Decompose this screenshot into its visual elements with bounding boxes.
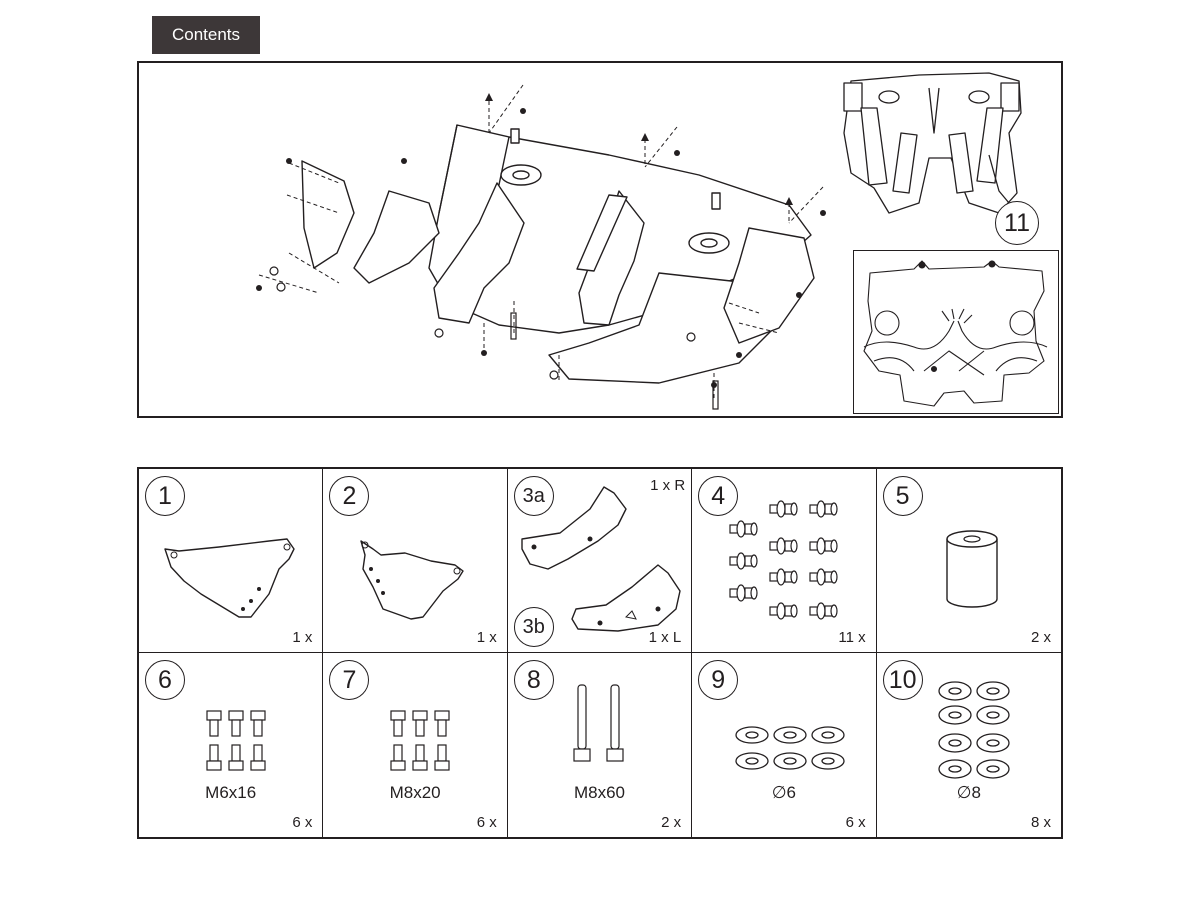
clip-icon <box>769 500 798 518</box>
part-2-cell: 2 1 x <box>323 469 508 653</box>
part-8-quantity: 2 x <box>661 814 682 831</box>
part-3b-shape <box>571 564 681 632</box>
part-4-quantity: 11 x <box>838 629 866 646</box>
left-side-bracket-outer <box>301 160 355 269</box>
part-9-spec: ∅6 <box>771 783 797 802</box>
part-10-quantity: 8 x <box>1030 814 1051 831</box>
part-5-spacer-drawing <box>945 530 998 608</box>
part-8-cell: 8 M8x60 2 x <box>508 653 693 837</box>
part-6-number: 6 <box>145 660 185 700</box>
part-9-washers-drawing <box>735 726 845 770</box>
callout-11: 11 <box>995 201 1039 245</box>
part-8-long-bolts-drawing <box>573 684 624 762</box>
installed-view-inset <box>843 72 1022 214</box>
bolt-icon <box>206 710 222 737</box>
part-7-number: 7 <box>329 660 370 700</box>
part-3a-shape <box>521 486 627 570</box>
part-6-quantity: 6 x <box>292 814 313 831</box>
installation-illustration-box <box>853 250 1059 414</box>
part-3a-quantity: 1 x R <box>650 477 686 494</box>
exploded-assembly-drawing <box>256 72 1022 410</box>
part-6-spec: M6x16 <box>205 783 257 802</box>
left-side-bracket-inner <box>353 190 440 284</box>
part-5-quantity: 2 x <box>1030 629 1051 646</box>
part-1-number: 1 <box>145 476 185 516</box>
part-3b-number: 3b <box>513 607 554 647</box>
right-side-bracket <box>723 227 815 344</box>
contents-tab: Contents <box>152 16 260 54</box>
part-7-spec: M8x20 <box>389 783 441 802</box>
part-9-cell: 9 ∅6 6 x <box>692 653 877 837</box>
part-1-cell: 1 1 x <box>139 469 324 653</box>
part-3-brackets-drawing <box>521 486 681 632</box>
part-4-clips-drawing <box>729 500 838 620</box>
part-2-number: 2 <box>329 476 370 516</box>
part-8-spec: M8x60 <box>573 783 625 802</box>
part-7-quantity: 6 x <box>476 814 497 831</box>
part-10-number: 10 <box>882 660 923 700</box>
part-7-bolts-drawing <box>390 710 450 771</box>
center-rib <box>576 194 628 272</box>
parts-list-grid: 1 1 x 2 1 x 3a 3b 1 x R 1 x L <box>137 467 1063 839</box>
part-9-quantity: 6 x <box>845 814 866 831</box>
part-10-washers-drawing <box>937 681 1010 779</box>
part-10-spec: ∅8 <box>956 783 981 802</box>
part-4-number: 4 <box>698 476 739 516</box>
part-9-number: 9 <box>698 660 739 700</box>
part-5-number: 5 <box>882 476 923 516</box>
part-3a-number: 3a <box>513 476 554 516</box>
two-people-lifting-plate-illustration <box>863 260 1048 407</box>
part-2-quantity: 1 x <box>476 629 497 646</box>
part-3b-quantity: 1 x L <box>648 629 682 646</box>
part-1-quantity: 1 x <box>292 629 313 646</box>
part-1-bracket-drawing <box>164 538 295 618</box>
exploded-diagram-panel: 11 <box>137 61 1063 418</box>
part-7-cell: 7 M8x20 6 x <box>323 653 508 837</box>
part-8-number: 8 <box>513 660 554 700</box>
part-2-bracket-drawing <box>360 540 465 620</box>
part-6-cell: 6 M6x16 6 x <box>139 653 324 837</box>
part-4-cell: 4 11 x <box>692 469 877 653</box>
part-6-bolts-drawing <box>206 710 266 771</box>
left-tunnel-channel <box>433 182 525 324</box>
part-10-cell: 10 ∅8 8 x <box>877 653 1061 837</box>
washer-icon <box>735 726 769 744</box>
part-3-cell: 3a 3b 1 x R 1 x L <box>507 469 693 653</box>
part-5-cell: 5 2 x <box>876 469 1061 653</box>
